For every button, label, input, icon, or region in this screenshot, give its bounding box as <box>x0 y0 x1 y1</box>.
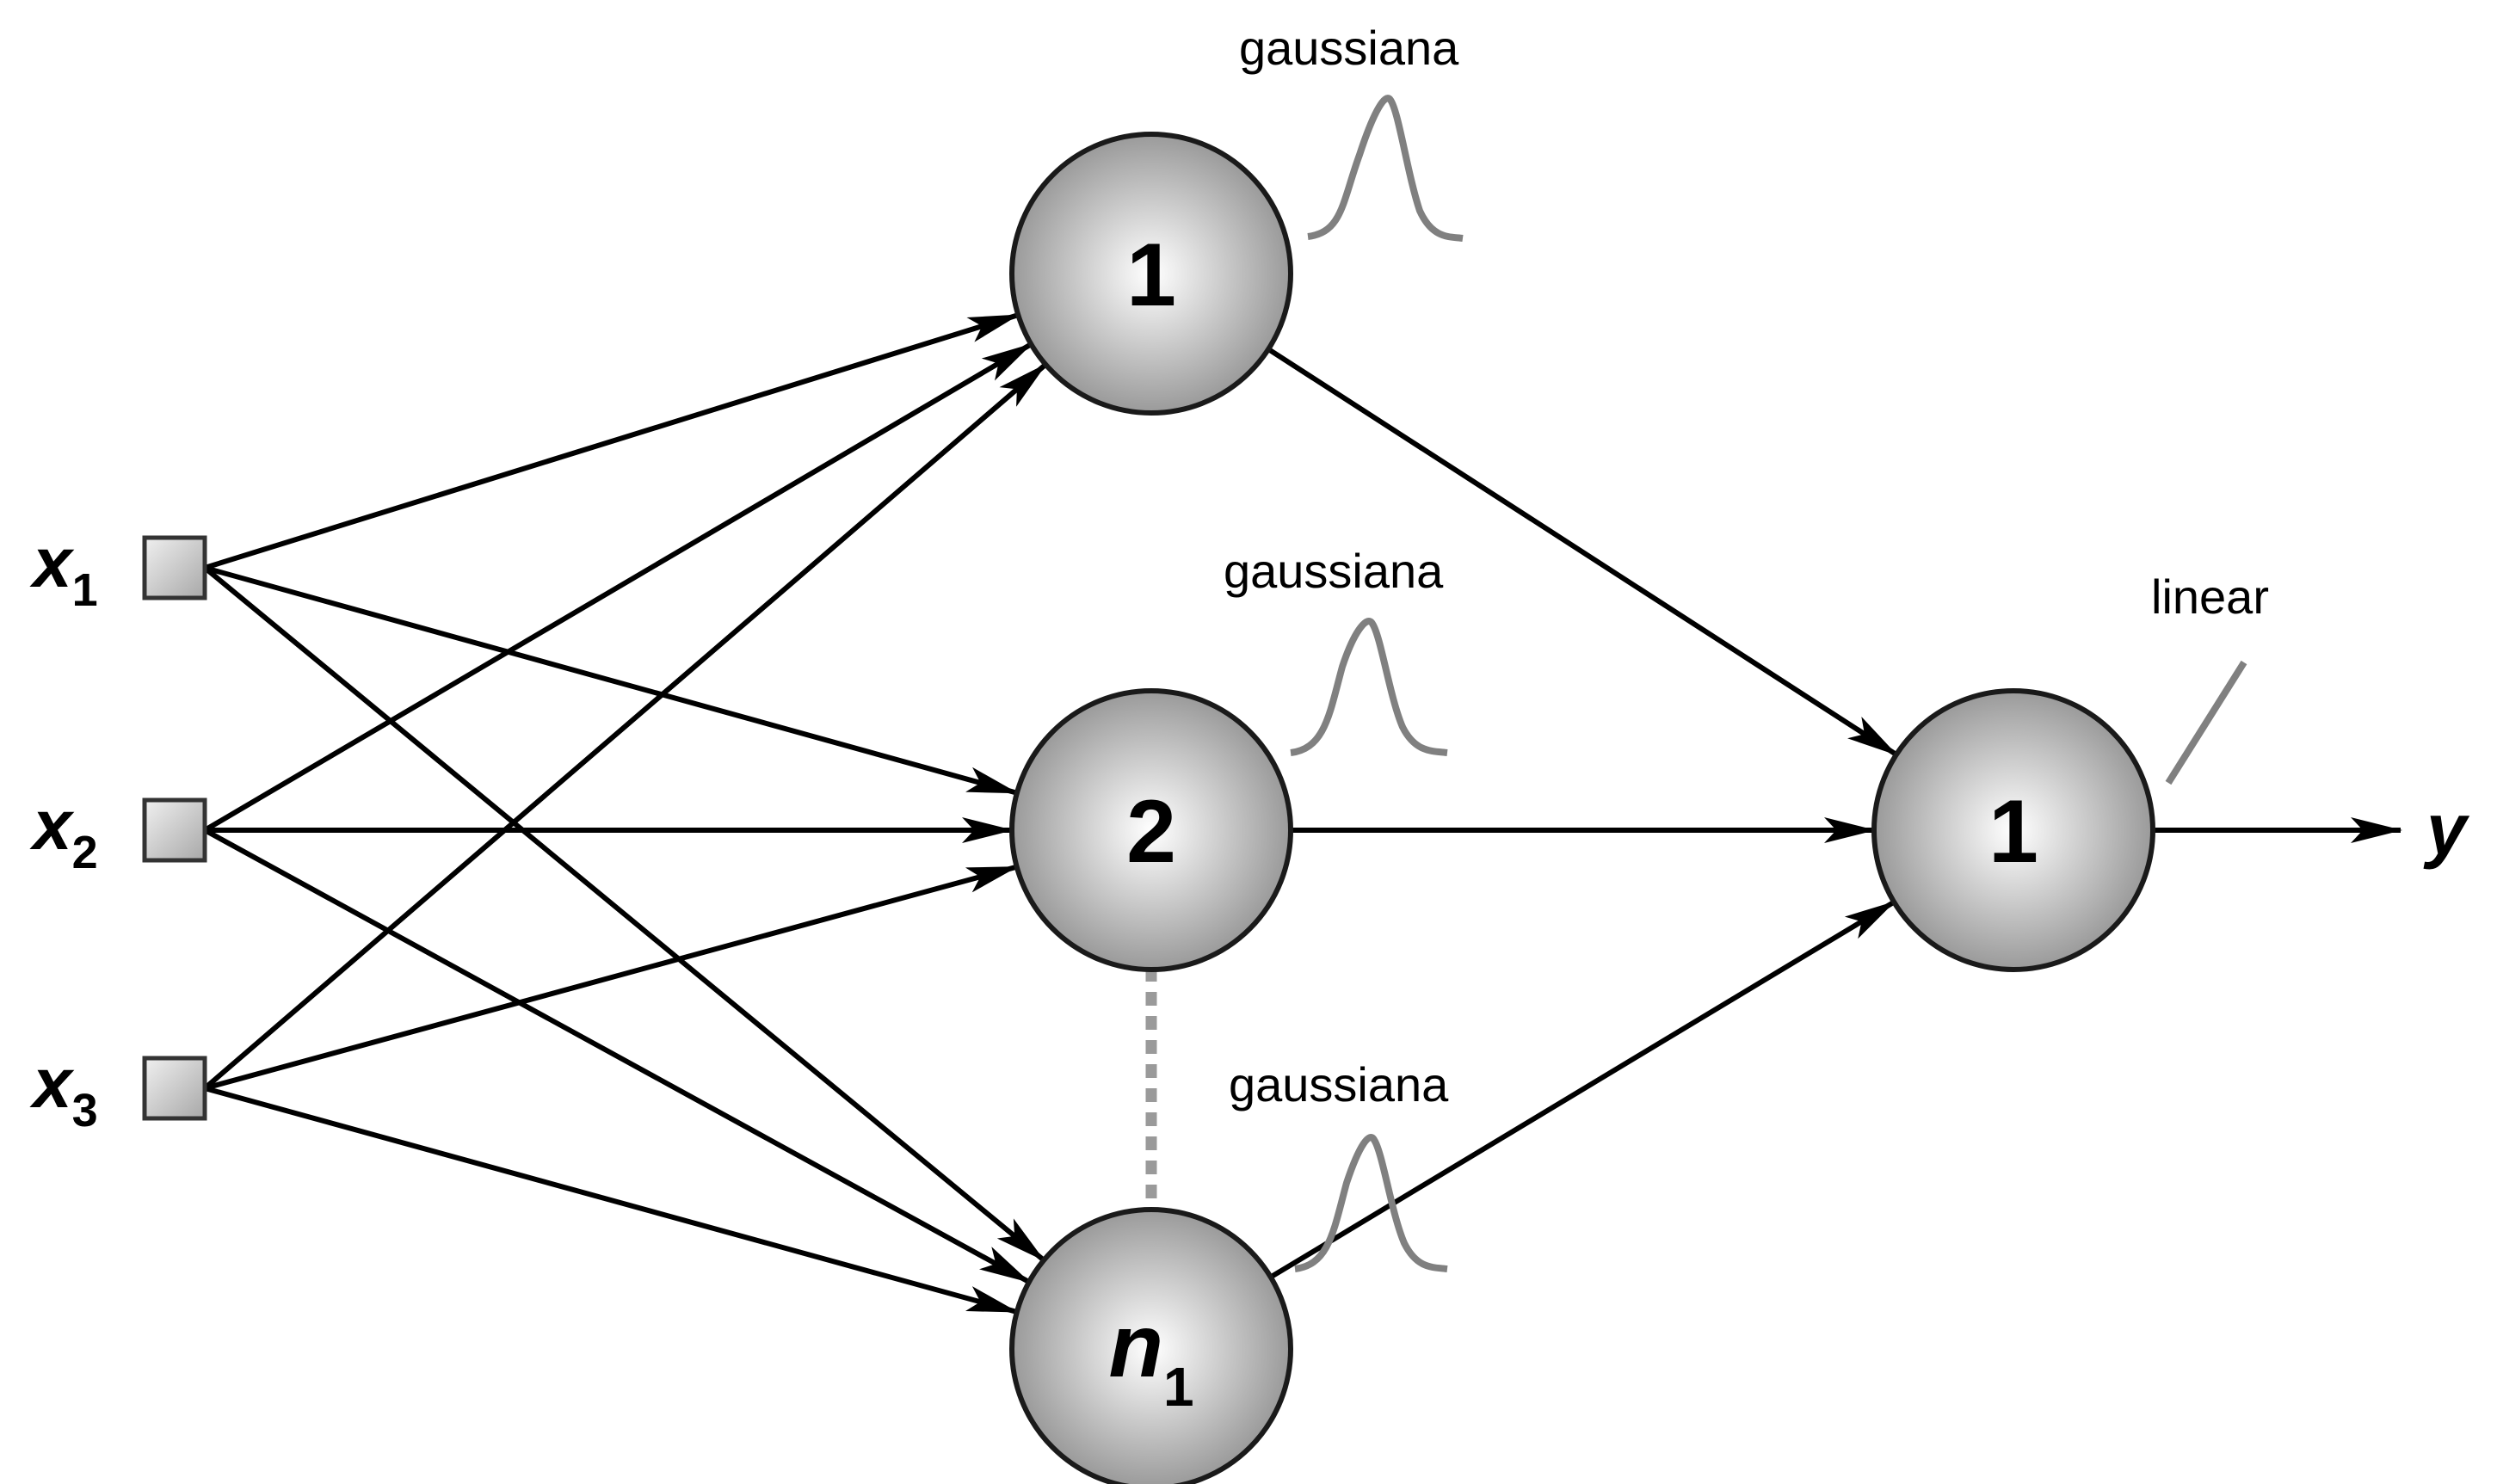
gaussian-curve-hidden-1 <box>1307 95 1464 242</box>
edge-hidden-1-to-output <box>1267 347 1898 757</box>
hidden-output-connections <box>1267 347 1898 1280</box>
edge-x3-to-hidden-3 <box>204 1086 1019 1315</box>
output-node-label: 1 <box>1988 782 2038 882</box>
edge-x3-to-hidden-1 <box>203 362 1048 1091</box>
edge-x2-to-hidden-3 <box>203 828 1031 1284</box>
input-node-x2: x2 <box>29 786 207 878</box>
output-node: 1 <box>1871 688 2155 972</box>
input-hidden-connections <box>203 312 1048 1315</box>
linear-curve-output <box>2165 660 2247 785</box>
activation-curves <box>1290 95 2247 1272</box>
activation-labels: gaussiana gaussiana gaussiana linear <box>1224 21 2269 1111</box>
edge-x3-to-hidden-2 <box>204 864 1019 1091</box>
input-layer: x1 x2 x3 <box>29 524 207 1136</box>
input-label-x2: x2 <box>29 786 98 878</box>
input-label-x1: x1 <box>29 524 98 616</box>
hidden-node-2-label: 2 <box>1126 782 1176 882</box>
hidden-node-1-label: 1 <box>1126 225 1176 325</box>
activation-label-hidden-2: gaussiana <box>1224 544 1444 598</box>
edge-x1-to-hidden-3 <box>203 565 1045 1263</box>
input-label-x3: x3 <box>29 1044 98 1136</box>
hidden-node-n1-label: n1 <box>1108 1296 1193 1418</box>
activation-label-hidden-1: gaussiana <box>1239 21 1459 75</box>
edge-x2-to-hidden-1 <box>203 342 1033 833</box>
hidden-node-n1: n1 <box>1009 1207 1293 1484</box>
gaussian-curve-hidden-n1 <box>1294 1134 1448 1272</box>
input-node-x1: x1 <box>29 524 207 616</box>
activation-label-output: linear <box>2151 570 2269 624</box>
activation-label-hidden-n1: gaussiana <box>1229 1057 1449 1111</box>
edge-hidden-3-to-output <box>1269 899 1896 1280</box>
hidden-layer: 1 2 n1 <box>1009 132 1293 1484</box>
edge-x1-to-hidden-1 <box>204 312 1020 570</box>
input-node-x3: x3 <box>29 1044 207 1136</box>
hidden-node-1: 1 <box>1009 132 1293 416</box>
hidden-node-2: 2 <box>1009 688 1293 972</box>
output-variable-y: y <box>2423 789 2470 870</box>
gaussian-curve-hidden-2 <box>1290 618 1448 756</box>
edge-x1-to-hidden-2 <box>204 565 1019 796</box>
